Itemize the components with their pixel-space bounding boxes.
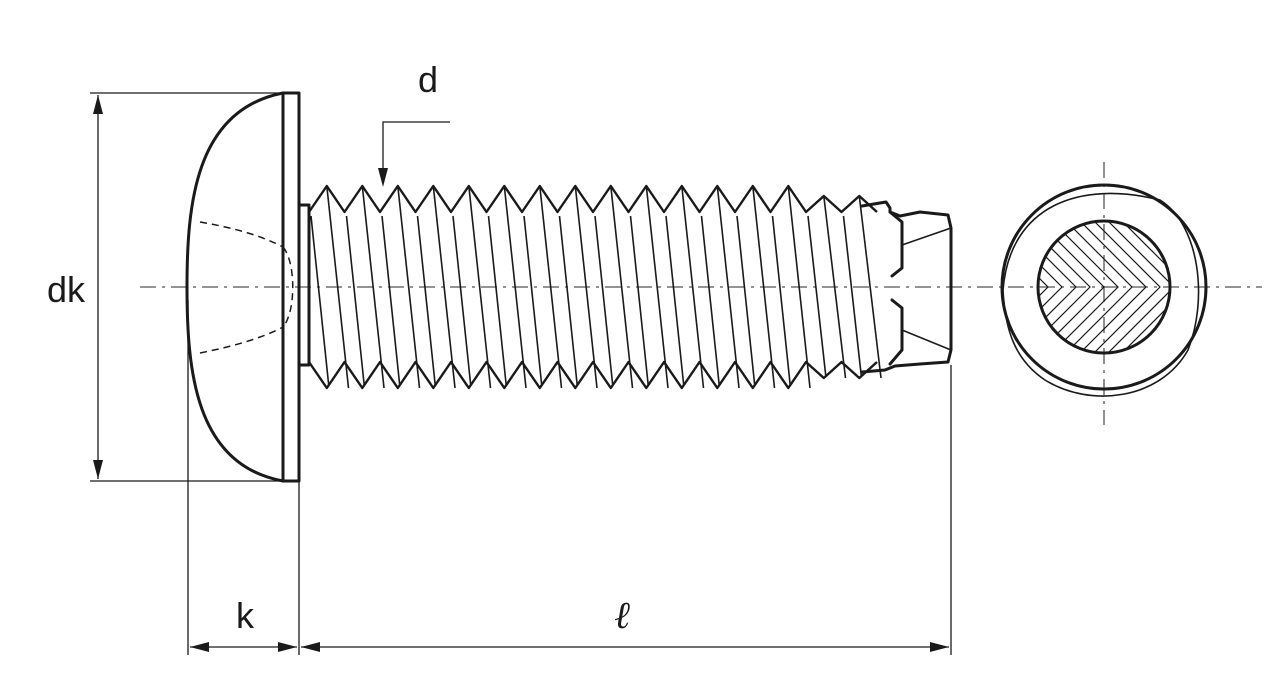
hatch-chevron-line	[1038, 221, 1105, 353]
dimension-d: d	[378, 59, 450, 187]
hatch-chevron-line	[1047, 221, 1119, 353]
d-leader-line	[382, 121, 450, 172]
thread-flank-line	[858, 195, 882, 379]
shank-neck	[297, 203, 311, 367]
recess-hidden-line-top	[199, 221, 284, 248]
tip-chamfer-upper	[901, 227, 952, 246]
thread-flank-line	[823, 195, 847, 379]
thread-flank-line	[503, 185, 527, 389]
thread-flank-line	[665, 215, 685, 387]
thread-flank-line	[629, 215, 650, 387]
thread-flank-line	[539, 185, 563, 389]
screw-tip-outline	[860, 200, 953, 374]
thread-crest-top	[308, 184, 878, 214]
hatch-chevron-line	[1103, 221, 1170, 353]
recess-hidden-line-bottom	[199, 326, 284, 354]
thread-flank-lines	[310, 185, 882, 389]
thread-flank-line	[700, 215, 721, 387]
recess-hidden-line-tip	[282, 246, 294, 328]
dimension-dk: dk	[47, 92, 283, 482]
thread-flank-line	[842, 215, 863, 377]
thread-flank-line	[468, 185, 492, 389]
hatch-chevron-line	[1089, 221, 1161, 353]
end-view-trilobe-outline	[1002, 192, 1200, 397]
dk-arrow-top	[93, 95, 103, 114]
thread-flank-line	[752, 185, 776, 389]
thread-flank-line	[716, 185, 740, 389]
length-arrow-right	[930, 642, 949, 652]
thread-flank-line	[487, 215, 508, 387]
hatch-chevron-line	[1075, 221, 1147, 353]
dk-arrow-bottom	[93, 460, 103, 479]
thread-flank-line	[361, 185, 385, 389]
thread-flank-line	[736, 215, 756, 387]
end-view-outer-circle	[1000, 183, 1208, 391]
thread-flank-line	[416, 215, 437, 387]
end-view-core-circle	[1036, 219, 1172, 355]
tip-slot-upper	[888, 210, 904, 278]
thread-flank-line	[558, 215, 579, 387]
thread-flank-line	[787, 185, 811, 389]
hatch-chevron-line	[1038, 221, 1063, 353]
thread-flank-line	[345, 215, 366, 387]
thread-flank-line	[397, 185, 421, 389]
dimension-length: ℓ	[301, 365, 952, 655]
thread-flank-line	[523, 215, 543, 387]
thread-flank-line	[807, 215, 827, 377]
hatch-chevron-line	[1038, 221, 1049, 353]
label-dk: dk	[47, 269, 86, 310]
thread-flank-line	[574, 185, 598, 389]
end-view	[1000, 183, 1208, 397]
label-length: ℓ	[614, 593, 630, 637]
thread-crest-bottom	[308, 360, 878, 390]
thread-flank-line	[310, 215, 330, 387]
thread-flank-line	[326, 185, 350, 389]
tip-slot-lower	[888, 298, 904, 366]
thread-flank-line	[771, 215, 792, 387]
k-arrow-right	[278, 642, 297, 652]
label-k: k	[236, 595, 255, 636]
thread-flank-line	[594, 215, 614, 387]
label-d: d	[418, 59, 438, 100]
head-dome-outline	[185, 91, 285, 483]
k-arrow-left	[190, 642, 209, 652]
thread-flank-line	[432, 185, 456, 389]
length-arrow-left	[301, 642, 320, 652]
dimension-k: k	[187, 300, 300, 655]
tip-chamfer-lower	[901, 329, 952, 351]
thread-flank-line	[452, 215, 472, 387]
hatch-chevron-line	[1117, 221, 1170, 353]
thread-flank-line	[381, 215, 401, 387]
hatch-chevron-line	[1038, 221, 1077, 353]
d-arrowhead	[378, 168, 388, 187]
thread-flank-line	[610, 185, 634, 389]
threaded-shank	[297, 184, 953, 390]
thread-flank-line	[681, 185, 705, 389]
thread-flank-line	[645, 185, 669, 389]
hatch-chevron-line	[1061, 221, 1133, 353]
